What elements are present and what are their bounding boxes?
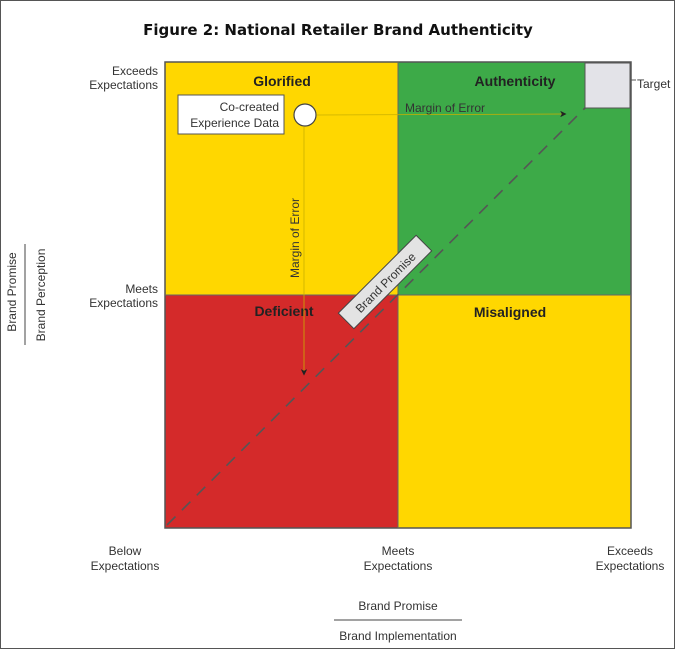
y-tick-exceeds-1: Exceeds (112, 64, 158, 78)
x-axis-denominator: Brand Implementation (339, 629, 456, 643)
x-tick-exceeds-1: Exceeds (607, 544, 653, 558)
x-tick-exceeds-2: Expectations (596, 559, 665, 573)
x-tick-below-1: Below (109, 544, 142, 558)
target-label: Target (637, 77, 671, 91)
label-misaligned: Misaligned (474, 304, 546, 320)
diagonal-label-box (337, 234, 433, 330)
data-point-label-line1: Co-created (220, 100, 279, 114)
x-tick-below-2: Expectations (91, 559, 160, 573)
y-axis-denominator: Brand Perception (34, 249, 48, 342)
label-deficient: Deficient (254, 303, 313, 319)
y-tick-meets-2: Expectations (89, 296, 158, 310)
label-authenticity: Authenticity (475, 73, 556, 89)
margin-of-error-horizontal-label: Margin of Error (405, 101, 485, 115)
y-tick-meets-1: Meets (125, 282, 158, 296)
target-box (584, 62, 631, 109)
label-glorified: Glorified (253, 73, 311, 89)
y-axis-numerator: Brand Promise (5, 252, 19, 332)
data-point-circle (293, 103, 317, 127)
x-tick-meets-2: Expectations (364, 559, 433, 573)
quadrant-misaligned (398, 295, 631, 528)
data-point-label-box (177, 94, 285, 135)
y-tick-exceeds-2: Expectations (89, 78, 158, 92)
figure-title: Figure 2: National Retailer Brand Authen… (143, 21, 533, 39)
data-point-label-line2: Experience Data (190, 116, 279, 130)
brand-promise-diagonal (166, 107, 586, 526)
x-tick-meets-1: Meets (382, 544, 415, 558)
x-axis-numerator: Brand Promise (358, 599, 438, 613)
margin-of-error-vertical-label: Margin of Error (288, 198, 302, 278)
margin-of-error-horizontal-line (316, 110, 567, 118)
